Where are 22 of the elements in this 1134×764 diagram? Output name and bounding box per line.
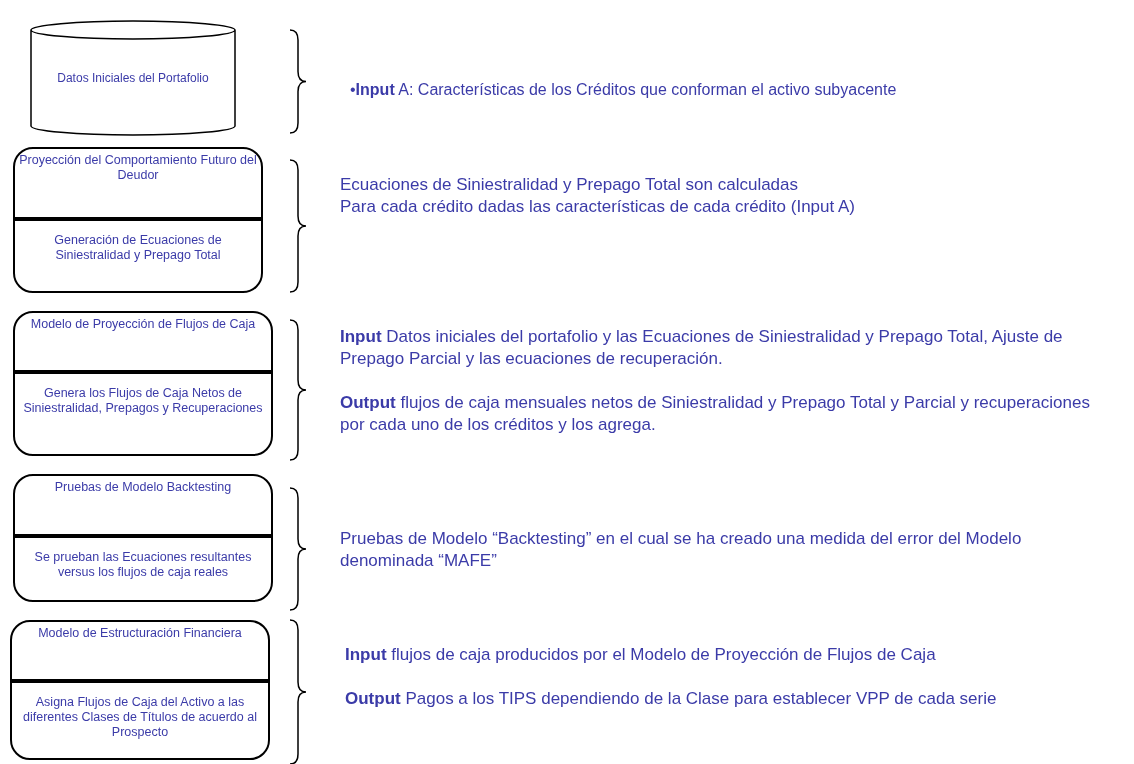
description-text: Ecuaciones de Siniestralidad y Prepago Total son calculadas xyxy=(340,174,800,196)
description-text: Input flujos de caja producidos por el Modelo de Proyección de Flujos de Caja xyxy=(345,644,937,666)
database-cylinder xyxy=(30,20,236,136)
process-box xyxy=(13,311,273,456)
description-text: Output flujos de caja mensuales netos de Siniestralidad y Prepago Total y Parcial y recuperaciones por cada uno de los créditos y los agrega. xyxy=(340,392,1091,437)
node-label: Datos Iniciales del Portafolio xyxy=(57,70,209,86)
process-box xyxy=(13,147,263,293)
box-heading: Modelo de Proyección de Flujos de Caja xyxy=(30,317,256,333)
process-box xyxy=(10,620,270,760)
description-text: Input Datos iniciales del portafolio y las Ecuaciones de Siniestralidad y Prepago Total, Ajuste de Prepago Parcial y las ecuaciones de recuperación. xyxy=(340,326,1064,371)
process-box xyxy=(13,474,273,602)
box-description: Genera los Flujos de Caja Netos de Siniestralidad, Prepagos y Recuperaciones xyxy=(22,386,264,417)
box-heading: Proyección del Comportamiento Futuro del Deudor xyxy=(19,153,257,184)
description-text: Pruebas de Modelo “Backtesting” en el cual se ha creado una medida del error del Modelo denominada “MAFE” xyxy=(340,528,1023,573)
box-description: Asigna Flujos de Caja del Activo a las diferentes Clases de Títulos de acuerdo al Prospecto xyxy=(22,695,258,741)
box-description: Se prueban las Ecuaciones resultantes versus los flujos de caja reales xyxy=(33,550,253,581)
box-heading: Pruebas de Modelo Backtesting xyxy=(54,480,232,496)
description-text: •Input A: Características de los Créditos que conforman el activo subyacente xyxy=(350,80,898,100)
description-text: Output Pagos a los TIPS dependiendo de la Clase para establecer VPP de cada serie xyxy=(345,688,998,710)
box-heading: Modelo de Estructuración Financiera xyxy=(38,626,242,642)
box-description: Generación de Ecuaciones de Siniestralidad y Prepago Total xyxy=(53,233,223,264)
description-text: Para cada crédito dadas las características de cada crédito (Input A) xyxy=(340,196,856,218)
